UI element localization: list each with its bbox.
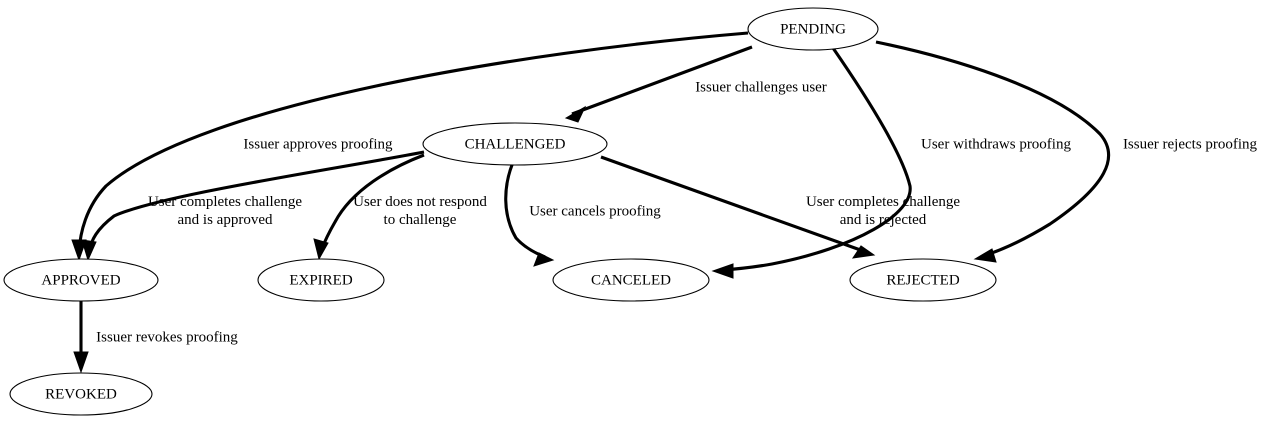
edge-label-line: User does not respond — [353, 194, 487, 210]
arrowhead-icon — [564, 105, 587, 123]
node-label: REVOKED — [45, 386, 117, 402]
node-label: APPROVED — [41, 272, 120, 288]
node-revoked[interactable]: REVOKED — [9, 372, 153, 416]
edge-challenged-approved — [81, 150, 425, 262]
edge-label-challenged-rejected: User completes challenge and is rejected — [806, 194, 960, 228]
nodes-layer: PENDING CHALLENGED APPROVED EXPIRED CANCELED… — [3, 7, 997, 416]
edge-line — [571, 45, 753, 116]
edge-pending-challenged — [564, 45, 753, 123]
edge-label-pending-approved: Issuer approves proofing — [243, 136, 393, 152]
edge-pending-approved — [71, 31, 749, 262]
node-label: EXPIRED — [289, 272, 353, 288]
node-shape — [9, 372, 153, 416]
arrowhead-icon — [73, 351, 89, 374]
edge-label-line: User completes challenge — [148, 194, 302, 210]
edge-line — [87, 150, 425, 253]
edge-label-approved-revoked: Issuer revokes proofing — [96, 329, 238, 345]
node-expired[interactable]: EXPIRED — [257, 258, 385, 302]
edge-label-challenged-canceled: User cancels proofing — [529, 203, 661, 219]
node-label: PENDING — [780, 21, 846, 37]
edge-label-line: User completes challenge — [806, 194, 960, 210]
edge-line — [875, 40, 1111, 258]
node-shape — [849, 258, 997, 302]
arrowhead-icon — [81, 239, 97, 262]
node-rejected[interactable]: REJECTED — [849, 258, 997, 302]
arrowhead-icon — [71, 239, 87, 262]
edge-label-line: and is rejected — [840, 212, 927, 228]
edge-challenged-rejected — [600, 155, 876, 259]
node-challenged[interactable]: CHALLENGED — [422, 122, 608, 166]
edge-line — [77, 31, 749, 253]
edge-pending-canceled — [711, 47, 912, 279]
node-shape — [257, 258, 385, 302]
node-label: CANCELED — [591, 272, 671, 288]
node-approved[interactable]: APPROVED — [3, 258, 159, 302]
node-shape — [422, 122, 608, 166]
arrowhead-icon — [973, 248, 997, 263]
edge-label-pending-challenged: Issuer challenges user — [695, 79, 827, 95]
node-pending[interactable]: PENDING — [747, 7, 879, 51]
edge-approved-revoked — [73, 301, 89, 374]
node-canceled[interactable]: CANCELED — [552, 258, 710, 302]
arrowhead-icon — [313, 238, 329, 261]
edge-line — [600, 155, 867, 254]
edge-line — [504, 164, 546, 259]
edge-line — [721, 47, 912, 272]
node-label: CHALLENGED — [465, 136, 566, 152]
node-shape — [747, 7, 879, 51]
edge-label-pending-rejected: Issuer rejects proofing — [1123, 136, 1258, 152]
edges-layer — [71, 31, 1111, 374]
edge-label-challenged-approved: User completes challenge and is approved — [148, 194, 302, 228]
node-shape — [552, 258, 710, 302]
arrowhead-icon — [851, 245, 876, 259]
node-shape — [3, 258, 159, 302]
edge-challenged-expired — [313, 153, 425, 261]
arrowhead-icon — [533, 252, 555, 267]
edge-challenged-canceled — [504, 164, 555, 267]
edge-label-pending-canceled: User withdraws proofing — [921, 136, 1071, 152]
node-label: REJECTED — [886, 272, 959, 288]
edge-label-challenged-expired: User does not respond to challenge — [353, 194, 487, 228]
edge-pending-rejected — [875, 40, 1111, 263]
arrowhead-icon — [711, 263, 734, 279]
edge-label-line: and is approved — [178, 212, 273, 228]
edge-label-line: to challenge — [384, 212, 457, 228]
